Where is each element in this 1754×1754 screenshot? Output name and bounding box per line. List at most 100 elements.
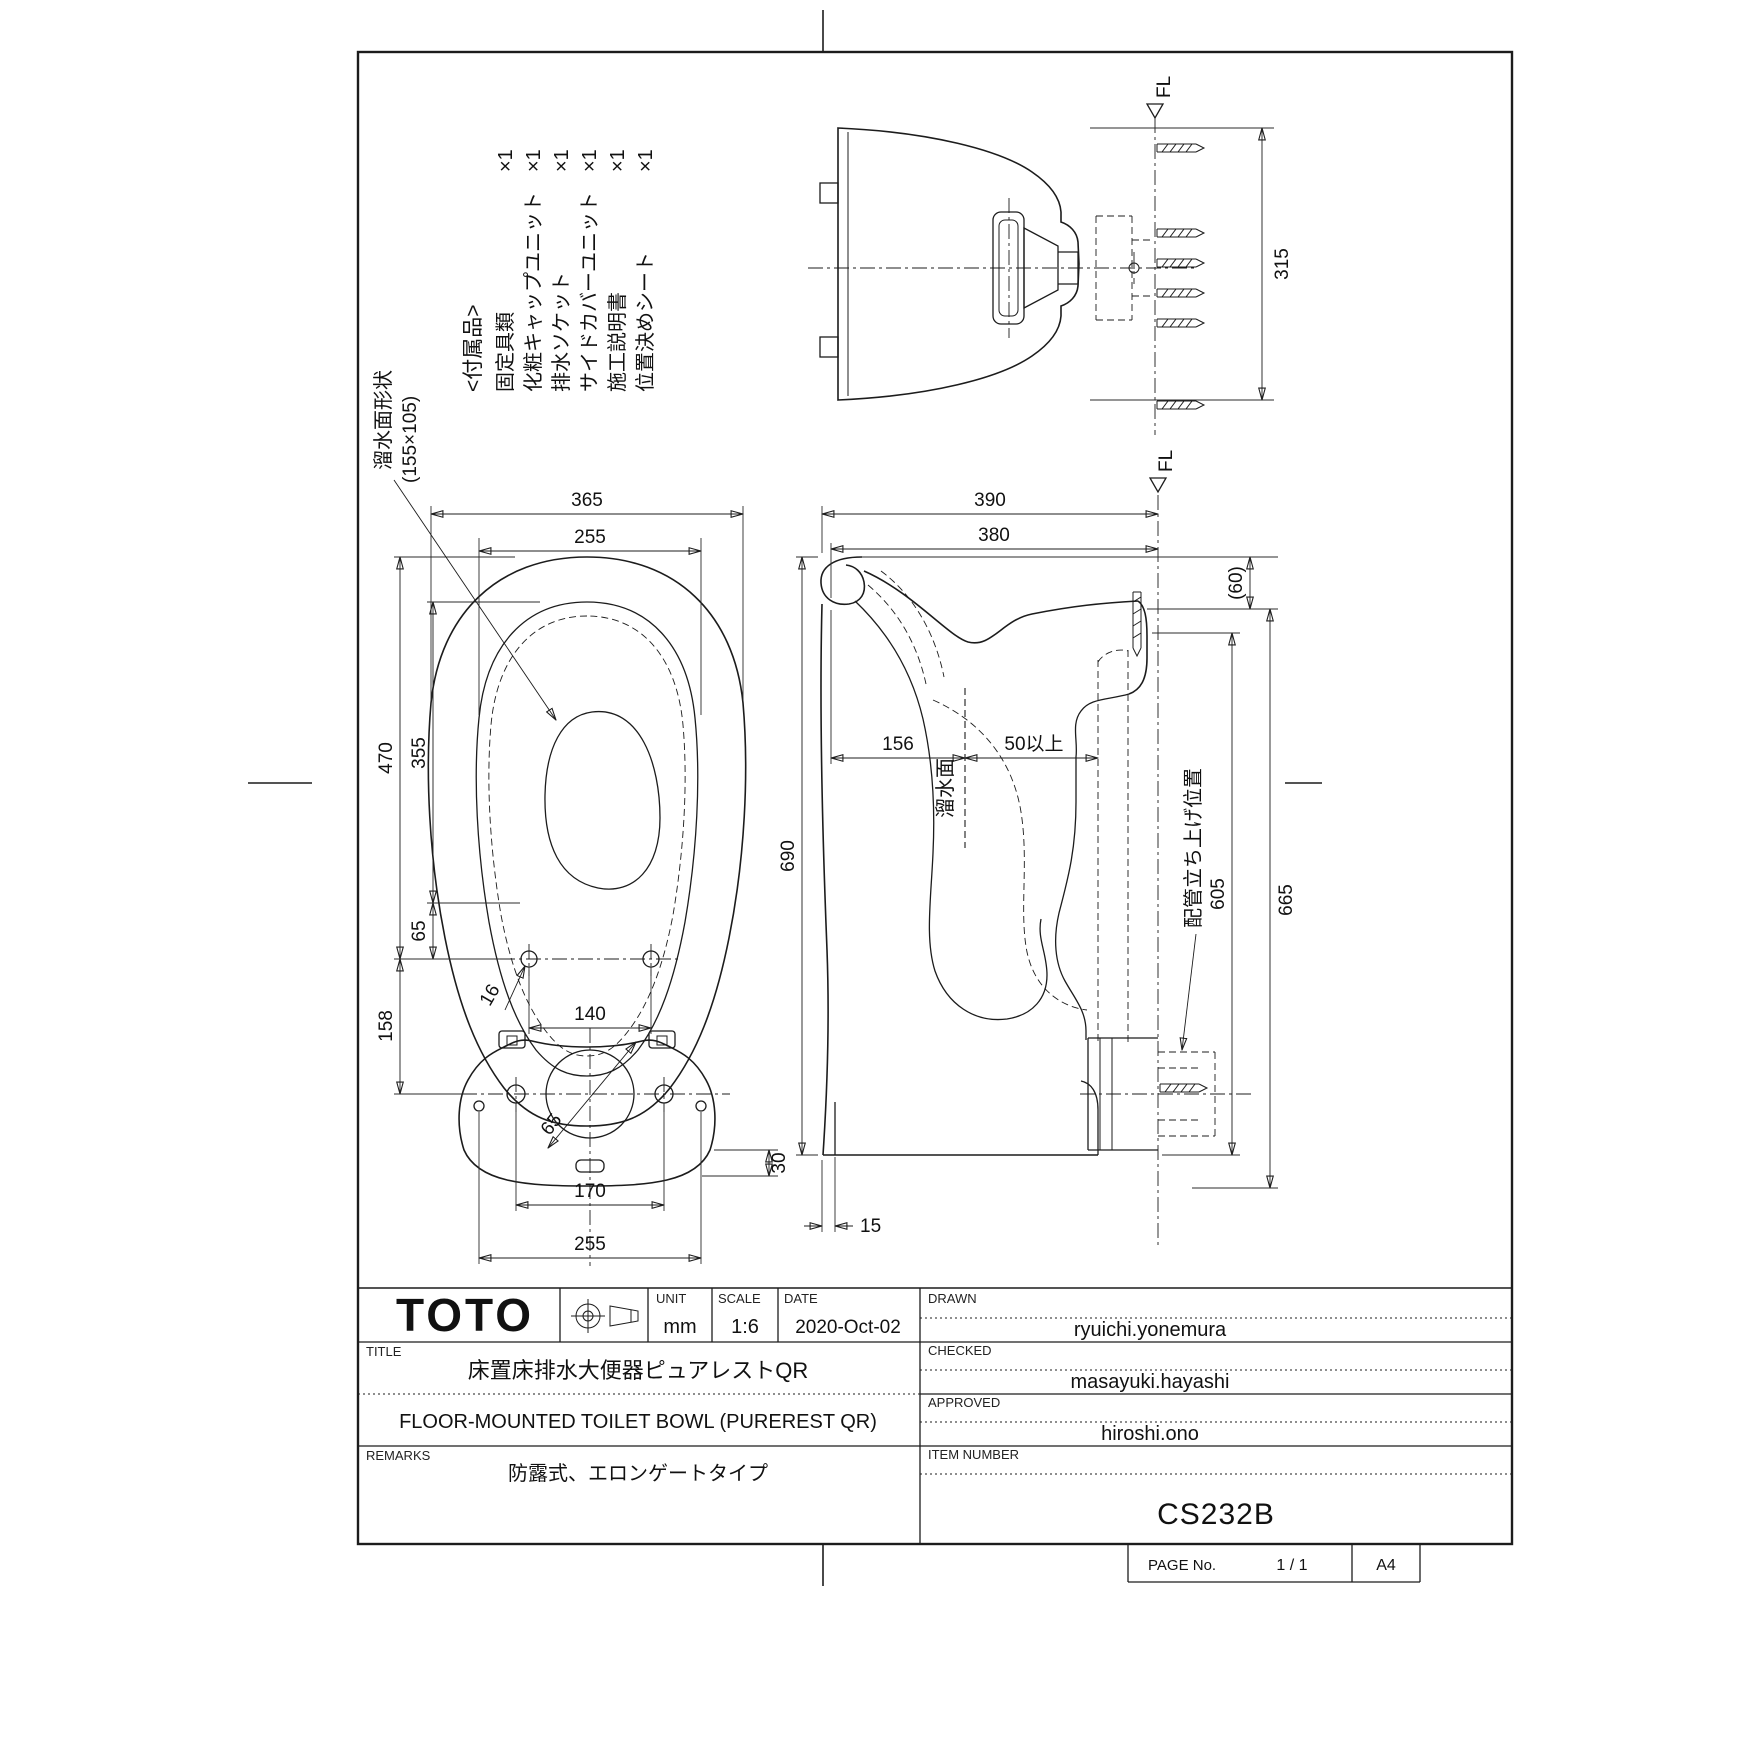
scale-label: SCALE xyxy=(718,1291,761,1306)
page-value: 1 / 1 xyxy=(1276,1557,1307,1574)
accessory-qty: ×1 xyxy=(635,149,657,172)
riser-leader xyxy=(1182,933,1197,1050)
dim-side-depth: 690 xyxy=(778,840,799,872)
paper-size: A4 xyxy=(1376,1557,1396,1574)
dim-plan-inner-length: 355 xyxy=(409,737,430,769)
small-hole xyxy=(695,1100,707,1112)
screw-icon xyxy=(1156,143,1205,153)
accessory-qty: ×1 xyxy=(607,149,629,172)
fixing-cap-icon xyxy=(648,1030,676,1049)
plan-view: 365 255 470 355 65 158 16 140 65 170 255… xyxy=(372,370,790,1266)
dim-side-front-gap: 15 xyxy=(860,1216,881,1237)
dim-side-height: 390 xyxy=(974,490,1006,511)
accessory-qty: ×1 xyxy=(579,149,601,172)
dim-plan-hole-dia: 16 xyxy=(476,981,505,1010)
checked-value: masayuki.hayashi xyxy=(1071,1371,1230,1393)
dim-plan-drain-dia: 65 xyxy=(537,1110,567,1140)
screw-icon xyxy=(1159,1083,1208,1093)
accessory-qty: ×1 xyxy=(495,149,517,172)
rear-contour xyxy=(1055,693,1130,1040)
accessories-list: <付属品> 固定具類 ×1 化粧キャップユニット ×1 排水ソケット ×1 サイ… xyxy=(462,149,657,392)
bowl-outline xyxy=(427,556,747,1127)
dim-plan-rear-length: 158 xyxy=(376,1010,397,1042)
dim-side-riser-distance: 605 xyxy=(1208,878,1229,910)
accessory-item: 固定具類 xyxy=(494,312,517,392)
accessories-header: <付属品> xyxy=(462,304,485,392)
dim-plan-bolt-pitch: 170 xyxy=(574,1181,606,1202)
accessory-item: 位置決めシート xyxy=(634,252,657,392)
rear-outline xyxy=(837,127,1080,401)
bowl-cavity-hidden xyxy=(488,615,686,1057)
item-number-value: CS232B xyxy=(1157,1498,1275,1531)
rear-view: FL 315 xyxy=(808,76,1293,435)
screw-icon xyxy=(1156,400,1205,410)
screw-icon xyxy=(1156,318,1205,328)
dim-plan-lip-height: 30 xyxy=(769,1152,790,1173)
dim-plan-length: 470 xyxy=(376,742,397,774)
dim-side-offset: (60) xyxy=(1226,566,1247,600)
hinge-tab xyxy=(819,336,839,358)
screw-icon xyxy=(1156,288,1205,298)
bowl-section xyxy=(854,600,1048,1021)
date-value: 2020-Oct-02 xyxy=(795,1317,901,1338)
title-label: TITLE xyxy=(366,1344,402,1359)
fl-triangle-icon xyxy=(1148,477,1168,494)
unit-label: UNIT xyxy=(656,1291,686,1306)
accessory-item: サイドカバーユニット xyxy=(579,192,601,392)
dim-rear-width: 315 xyxy=(1272,248,1293,280)
water-shape-leader xyxy=(393,479,556,720)
dim-plan-seat-hole-pitch: 140 xyxy=(574,1004,606,1025)
label-water-surface: 溜水面 xyxy=(934,758,957,818)
screw-icon xyxy=(1156,228,1205,238)
accessory-item: 排水ソケット xyxy=(550,272,573,392)
approved-value: hiroshi.ono xyxy=(1101,1423,1199,1445)
unit-value: mm xyxy=(663,1316,696,1338)
accessory-qty: ×1 xyxy=(551,149,573,172)
dim-plan-inner-width: 255 xyxy=(574,527,606,548)
page-label: PAGE No. xyxy=(1148,1557,1216,1574)
remarks-label: REMARKS xyxy=(366,1448,431,1463)
dim-side-rear-depth: 665 xyxy=(1276,884,1297,916)
approved-label: APPROVED xyxy=(928,1395,1000,1410)
label-water-shape-size: (155×105) xyxy=(400,396,421,483)
dim-plan-outer-width: 365 xyxy=(571,490,603,511)
trapway-hidden xyxy=(932,699,1088,1011)
sheet-frame xyxy=(248,10,1514,1586)
title-jp: 床置床排水大便器ピュアレストQR xyxy=(468,1358,809,1383)
drawn-value: ryuichi.yonemura xyxy=(1074,1319,1227,1341)
toto-logo: TOTO xyxy=(396,1289,534,1341)
item-number-label: ITEM NUMBER xyxy=(928,1447,1019,1462)
outer-contour xyxy=(863,570,1139,644)
fl-label: FL xyxy=(1156,450,1177,472)
dim-plan-base-width: 255 xyxy=(574,1234,606,1255)
accessory-item: 化粧キャップユニット xyxy=(522,192,545,392)
base-plate-outline xyxy=(458,1039,716,1187)
dim-plan-seat-offset: 65 xyxy=(409,920,430,941)
socket-body xyxy=(1023,226,1059,310)
fl-label: FL xyxy=(1154,76,1175,98)
dim-side-rim-height: 380 xyxy=(978,525,1010,546)
fixing-cap-icon xyxy=(498,1030,526,1049)
dim-side-water-depth: 156 xyxy=(882,734,914,755)
accessory-qty: ×1 xyxy=(523,149,545,172)
title-block: TOTO UNIT mm SCALE 1:6 DATE 2020-Oct-02 … xyxy=(358,1287,1512,1583)
scale-value: 1:6 xyxy=(731,1316,759,1338)
checked-label: CHECKED xyxy=(928,1343,992,1358)
title-en: FLOOR-MOUNTED TOILET BOWL (PUREREST QR) xyxy=(399,1411,877,1433)
label-water-shape: 溜水面形状 xyxy=(372,370,395,470)
date-label: DATE xyxy=(784,1291,818,1306)
remarks-value: 防露式、エロンゲートタイプ xyxy=(508,1462,768,1485)
accessory-item: 施工説明書 xyxy=(606,292,629,392)
side-view: FL 390 380 (60) 690 665 605 156 50以上 15 xyxy=(778,450,1297,1248)
hinge-tab xyxy=(819,182,839,204)
water-surface-outline xyxy=(544,711,661,890)
label-riser-position: 配管立ち上げ位置 xyxy=(1182,768,1205,928)
dim-side-clearance: 50以上 xyxy=(1004,733,1063,755)
top-surface-line xyxy=(820,603,829,1156)
drawn-label: DRAWN xyxy=(928,1291,977,1306)
rim-section xyxy=(820,556,866,606)
small-hole xyxy=(473,1100,485,1112)
projection-symbol-icon xyxy=(571,1299,639,1333)
